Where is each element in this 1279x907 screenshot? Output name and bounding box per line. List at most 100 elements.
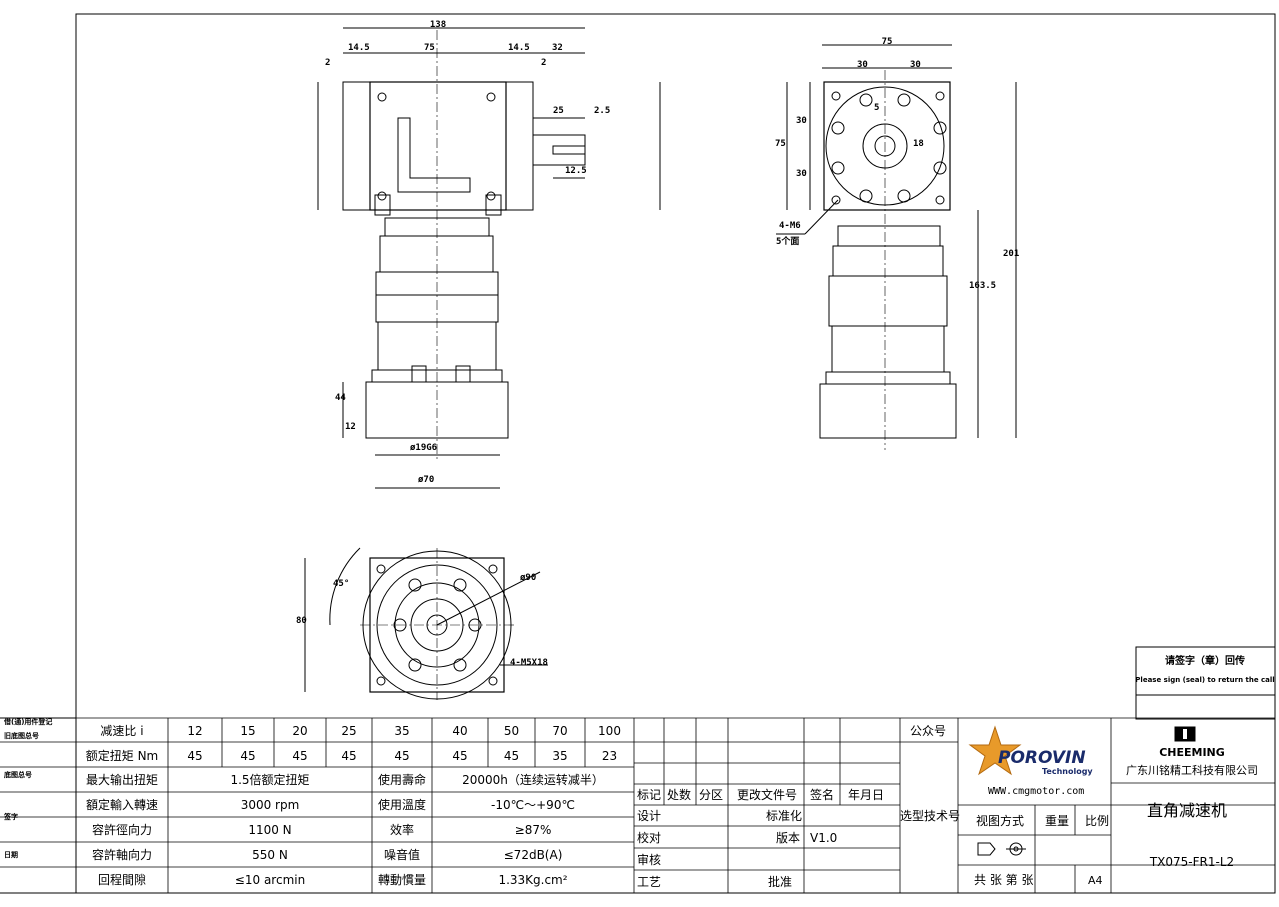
- spec-label: 使用壽命: [377, 773, 427, 787]
- spec-label: 容許徑向力: [91, 823, 153, 837]
- bottom-view: [304, 547, 548, 700]
- dim-label: 75: [775, 139, 786, 149]
- spec-label: 效率: [389, 823, 415, 837]
- spec-value: 550 N: [252, 848, 288, 862]
- torque-cell: 45: [503, 749, 520, 763]
- spec-value: 1.33Kg.cm²: [498, 873, 568, 887]
- dim-label: 30: [857, 60, 868, 70]
- spec-label: 使用溫度: [377, 798, 427, 812]
- dim-label: ø90: [520, 573, 537, 583]
- public-account-label: 公众号: [910, 724, 947, 738]
- ratio-cell: 50: [503, 724, 520, 738]
- dim-label: 44: [335, 393, 346, 403]
- porovin-sub: Technology: [1042, 767, 1093, 776]
- ratio-cell: 20: [292, 724, 308, 738]
- left-strip-label: 借(通)用件登记: [4, 718, 53, 726]
- ratio-cell: 25: [341, 724, 357, 738]
- dim-label: 30: [796, 116, 807, 126]
- rev-header: 分区: [699, 788, 724, 802]
- dim-label: 18: [913, 139, 924, 149]
- rev-label: 批准: [768, 875, 793, 889]
- dim-label: 138: [429, 20, 447, 30]
- view-method-label: 视图方式: [976, 814, 1025, 828]
- torque-cell: 45: [341, 749, 357, 763]
- dim-label: 12: [345, 422, 356, 432]
- spec-label: 容許軸向力: [91, 848, 153, 862]
- paper-size: A4: [1088, 874, 1103, 887]
- projection-symbol-icon: [977, 842, 996, 856]
- scale-label: 比例: [1085, 814, 1110, 828]
- rev-label: 版本: [776, 831, 801, 845]
- ratio-cell: 15: [240, 724, 256, 738]
- rev-label: 校对: [637, 831, 662, 845]
- sheet-frame: [75, 13, 1276, 894]
- torque-label: 额定扭矩 Nm: [85, 749, 159, 763]
- left-strip-label: 签字: [4, 813, 18, 821]
- spec-label: 轉動慣量: [377, 873, 427, 887]
- ratio-cell: 35: [394, 724, 410, 738]
- torque-cell: 45: [394, 749, 410, 763]
- spec-value: ≥87%: [514, 823, 552, 837]
- torque-cell: 45: [292, 749, 308, 763]
- front-view: [317, 27, 661, 489]
- ratio-cell: 40: [452, 724, 468, 738]
- ratio-cell: 70: [552, 724, 568, 738]
- dim-label: 4-M6: [779, 221, 801, 231]
- website: WWW.cmgmotor.com: [988, 786, 1085, 797]
- dim-label: 14.5: [508, 43, 530, 53]
- drawing-title: 直角减速机: [1146, 801, 1228, 820]
- sheet-count-label: 共 张 第 张: [974, 873, 1034, 887]
- spec-value: 20000h（连续运转减半）: [462, 773, 604, 787]
- cheeming-brand: CHEEMING: [1159, 746, 1225, 759]
- rev-header: 更改文件号: [737, 788, 798, 802]
- spec-value: 1100 N: [248, 823, 292, 837]
- spec-value: 1.5倍额定扭矩: [230, 773, 310, 787]
- dim-label: 14.5: [348, 43, 370, 53]
- dim-label: 30: [910, 60, 921, 70]
- seal-note-en: Please sign (seal) to return the call: [1135, 676, 1275, 684]
- torque-cell: 45: [187, 749, 203, 763]
- spec-label: 最大输出扭矩: [85, 773, 159, 787]
- porovin-star-logo: [968, 725, 1022, 776]
- dim-label: 45°: [333, 579, 350, 589]
- dim-label: 75: [424, 43, 435, 53]
- spec-value: 3000 rpm: [240, 798, 300, 812]
- company-name: 广东川铭精工科技有限公司: [1126, 764, 1258, 777]
- left-strip-label: 底图总号: [4, 771, 32, 779]
- ratio-label: 减速比 i: [100, 724, 144, 738]
- torque-cell: 45: [240, 749, 256, 763]
- dim-label: 201: [1003, 249, 1020, 259]
- weight-label: 重量: [1045, 814, 1070, 828]
- dim-label: 75: [881, 37, 893, 47]
- version-value: V1.0: [810, 831, 838, 845]
- rev-header: 签名: [810, 788, 835, 802]
- rev-header: 处数: [667, 788, 692, 802]
- left-strip-label: 旧底图总号: [4, 732, 39, 740]
- dim-label: ø70: [418, 475, 435, 485]
- left-strip-label: 日期: [4, 851, 18, 859]
- spec-label: 額定輸入轉速: [85, 798, 159, 812]
- dim-label: 5个面: [776, 237, 800, 247]
- spec-label: 噪音值: [383, 848, 421, 862]
- dim-label: 2: [325, 58, 331, 68]
- seal-note-cn: 请签字（章）回传: [1165, 656, 1245, 667]
- porovin-brand: POROVIN: [998, 748, 1086, 768]
- rev-label: 标准化: [766, 809, 803, 823]
- dim-label: 2.5: [594, 106, 611, 116]
- rev-label: 设计: [637, 809, 662, 823]
- dim-label: 163.5: [969, 281, 997, 291]
- dim-label: 5: [874, 103, 880, 113]
- spec-value: ≤10 arcmin: [234, 873, 306, 887]
- rev-header: 年月日: [848, 788, 885, 802]
- rev-label: 审核: [637, 853, 662, 867]
- dim-label: 4-M5X18: [510, 658, 548, 668]
- dim-label: 12.5: [565, 166, 587, 176]
- dim-label: 2: [541, 58, 547, 68]
- ratio-cell: 12: [187, 724, 203, 738]
- spec-value: -10℃～+90℃: [491, 798, 575, 812]
- rev-label: 工艺: [637, 875, 662, 889]
- dim-label: 25: [553, 106, 564, 116]
- select-tech-label: 选型技术号: [900, 809, 961, 823]
